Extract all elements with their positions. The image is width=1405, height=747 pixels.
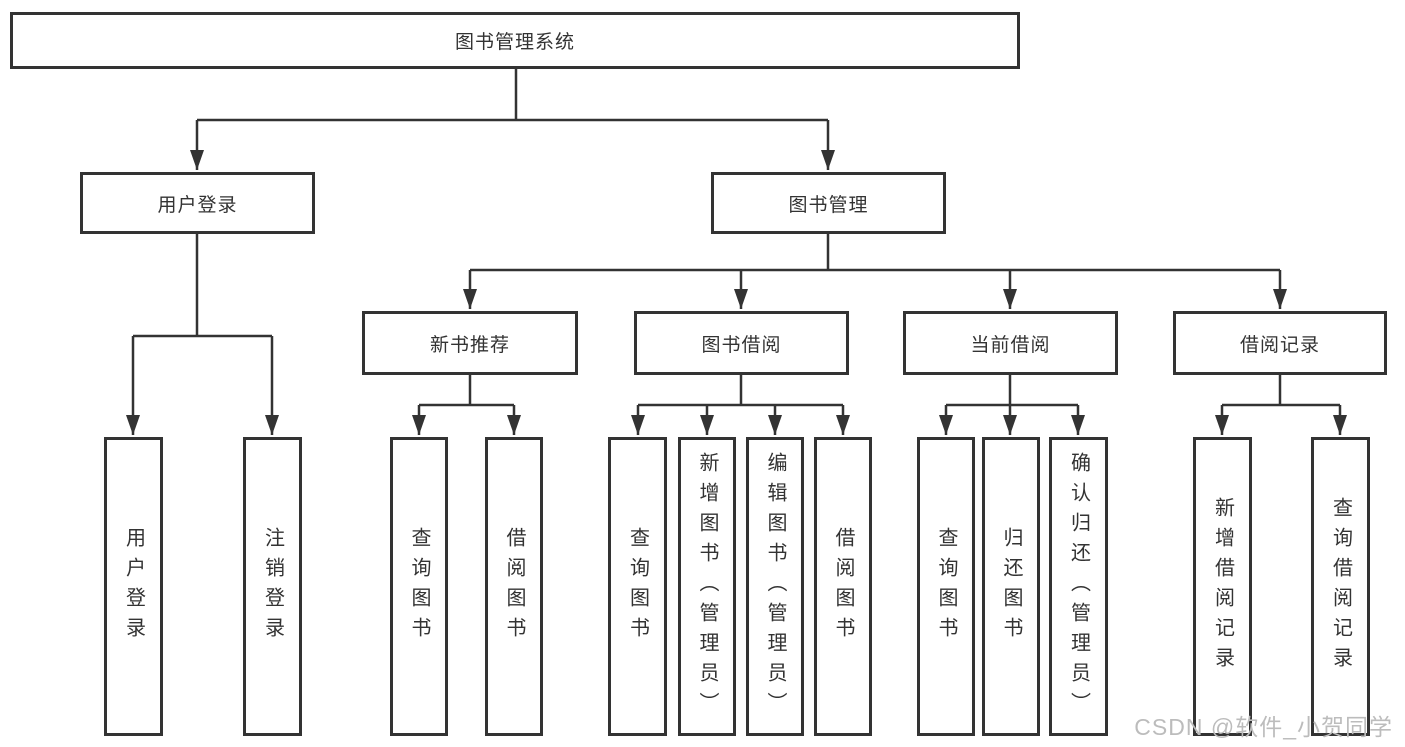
edge-root-to-level2 [190,68,835,170]
node-book-borrow: 图书借阅 [634,311,849,375]
node-root: 图书管理系统 [10,12,1020,69]
leaf-confirm-return-admin: 确认归还（管理员） [1049,437,1108,736]
leaf-search-books-recommend: 查询图书 [390,437,448,736]
leaf-search-books-borrow: 查询图书 [608,437,667,736]
leaf-return-books-label: 归还图书 [1000,526,1022,647]
edge-book-borrow-children [631,375,850,435]
edge-new-book-recommend-children [412,375,521,435]
leaf-borrow-books-label: 借阅图书 [832,526,854,647]
leaf-add-borrow-record-label: 新增借阅记录 [1211,496,1234,677]
node-root-label: 图书管理系统 [454,32,575,53]
leaf-add-borrow-record: 新增借阅记录 [1193,437,1252,736]
leaf-borrow-books: 借阅图书 [814,437,872,736]
edge-borrow-records-children [1215,375,1347,435]
node-book-borrow-label: 图书借阅 [701,334,782,356]
edge-current-borrow-children [939,375,1085,435]
node-user-login-label: 用户登录 [157,194,238,216]
leaf-search-books-borrow-label: 查询图书 [626,526,649,647]
leaf-search-books-current: 查询图书 [917,437,975,736]
node-current-borrow: 当前借阅 [903,311,1118,375]
node-new-book-recommend: 新书推荐 [362,311,578,375]
leaf-add-book-admin-label: 新增图书（管理员） [696,451,718,722]
edge-book-management-children [463,234,1287,309]
leaf-user-login-label: 用户登录 [122,526,145,647]
leaf-logout-label: 注销登录 [261,526,284,647]
node-user-login: 用户登录 [80,172,315,234]
leaf-edit-book-admin-label: 编辑图书（管理员） [764,451,786,722]
leaf-return-books: 归还图书 [982,437,1040,736]
leaf-edit-book-admin: 编辑图书（管理员） [746,437,804,736]
leaf-search-books-current-label: 查询图书 [935,526,957,647]
leaf-borrow-books-recommend: 借阅图书 [485,437,543,736]
leaf-borrow-books-recommend-label: 借阅图书 [503,526,525,647]
leaf-user-login: 用户登录 [104,437,163,736]
leaf-confirm-return-admin-label: 确认归还（管理员） [1067,451,1090,722]
node-current-borrow-label: 当前借阅 [970,334,1051,356]
node-book-management-label: 图书管理 [788,194,869,216]
node-book-management: 图书管理 [711,172,946,234]
csdn-watermark: CSDN @软件_小贺同学 [1134,714,1393,740]
leaf-add-book-admin: 新增图书（管理员） [678,437,736,736]
node-borrow-records: 借阅记录 [1173,311,1387,375]
leaf-logout: 注销登录 [243,437,302,736]
node-new-book-recommend-label: 新书推荐 [429,334,510,356]
leaf-search-borrow-record-label: 查询借阅记录 [1329,496,1352,677]
leaf-search-borrow-record: 查询借阅记录 [1311,437,1370,736]
edge-user-login-children [126,234,279,435]
leaf-search-books-recommend-label: 查询图书 [408,526,430,647]
node-borrow-records-label: 借阅记录 [1239,334,1320,356]
